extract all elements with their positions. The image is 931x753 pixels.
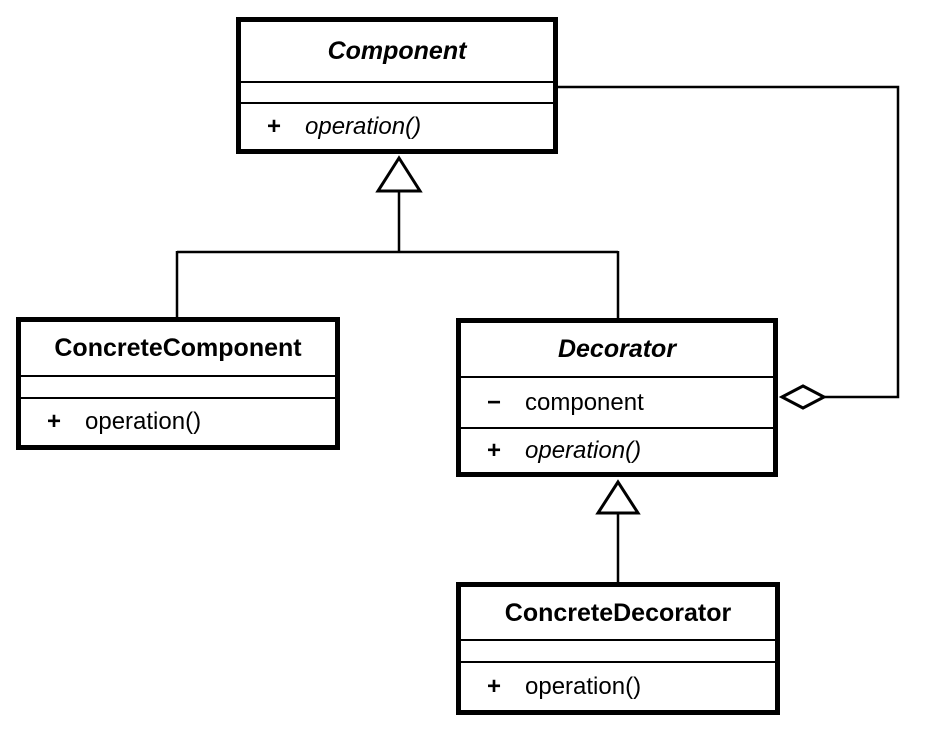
operations-section-decorator: + operation(): [461, 427, 773, 472]
generalization-to-decorator: [595, 479, 641, 582]
operation-row: + operation(): [21, 410, 335, 434]
operation-row: + operation(): [241, 112, 553, 140]
operation-name: operation(): [305, 112, 422, 140]
operation-name: operation(): [525, 672, 642, 700]
operation-row: + operation(): [461, 436, 773, 464]
visibility-sign: +: [487, 672, 502, 700]
generalization-to-component: [175, 155, 620, 318]
operation-row: + operation(): [461, 672, 775, 700]
class-title-concretecomponent: ConcreteComponent: [54, 334, 302, 362]
operation-name: operation(): [85, 408, 202, 435]
class-title-decorator: Decorator: [557, 335, 677, 363]
class-box-concretedecorator: ConcreteDecorator + operation(): [456, 582, 780, 715]
attributes-section-concretecomponent: [21, 375, 335, 397]
class-title-component: Component: [327, 37, 467, 65]
class-box-component: Component + operation(): [236, 17, 558, 154]
operation-name: operation(): [525, 436, 642, 464]
aggregation-diamond-icon: [778, 384, 828, 410]
class-box-decorator: Decorator − component + operation(): [456, 318, 778, 477]
operations-section-concretecomponent: + operation(): [21, 397, 335, 445]
visibility-sign: +: [47, 408, 62, 435]
class-box-concretecomponent: ConcreteComponent + operation(): [16, 317, 340, 450]
attributes-section-decorator: − component: [461, 376, 773, 427]
attribute-name: component: [525, 388, 644, 416]
visibility-sign: −: [487, 388, 502, 416]
attributes-section-concretedecorator: [461, 639, 775, 661]
generalization-triangle-icon: [595, 479, 641, 515]
generalization-triangle-icon: [375, 155, 423, 193]
operations-section-concretedecorator: + operation(): [461, 661, 775, 710]
class-title-concretedecorator: ConcreteDecorator: [504, 598, 732, 627]
visibility-sign: +: [267, 112, 282, 140]
operations-section-component: + operation(): [241, 102, 553, 149]
attribute-row: − component: [461, 388, 773, 416]
visibility-sign: +: [487, 436, 502, 464]
generalization-line: [175, 191, 620, 318]
attributes-section-component: [241, 81, 553, 102]
